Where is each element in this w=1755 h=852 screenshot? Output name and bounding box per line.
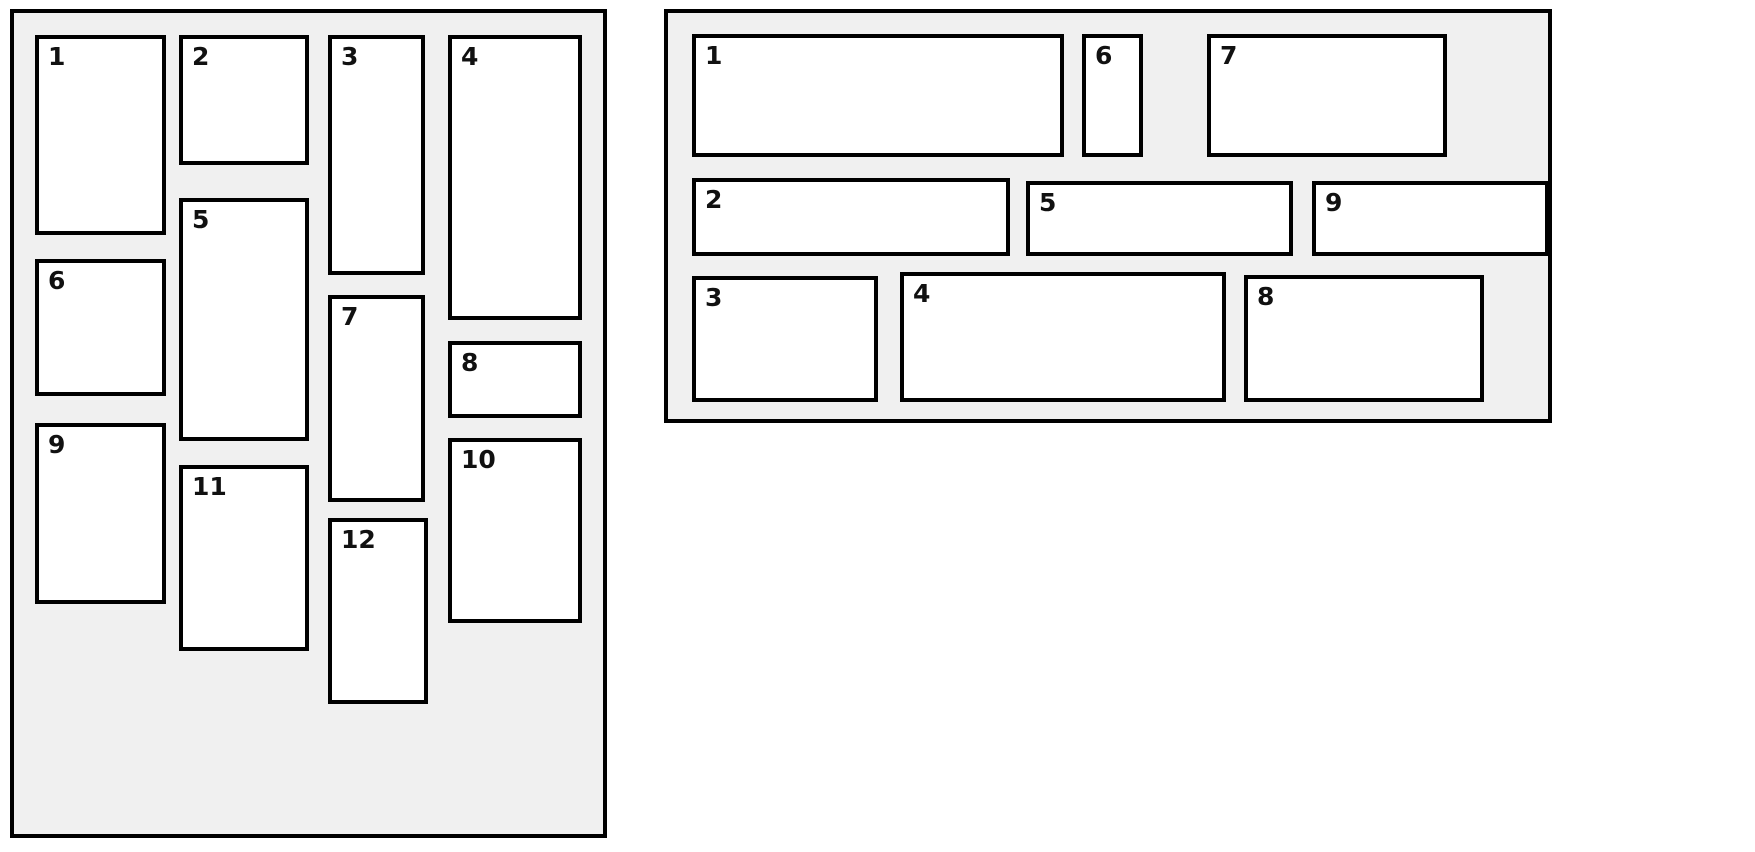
packed-rect-right-6[interactable]: 6 [1082, 34, 1143, 157]
packed-rect-left-9[interactable]: 9 [35, 423, 166, 604]
rect-label: 6 [1095, 41, 1113, 70]
rect-label: 12 [341, 525, 376, 554]
packed-rect-left-12[interactable]: 12 [328, 518, 428, 704]
packed-rect-left-3[interactable]: 3 [328, 35, 425, 275]
rect-label: 8 [461, 348, 479, 377]
packed-rect-right-4[interactable]: 4 [900, 272, 1226, 402]
rect-label: 10 [461, 445, 496, 474]
packed-rect-right-2[interactable]: 2 [692, 178, 1010, 256]
packed-rect-left-2[interactable]: 2 [179, 35, 309, 165]
rect-label: 4 [913, 279, 931, 308]
rect-label: 1 [48, 42, 66, 71]
packed-rect-left-1[interactable]: 1 [35, 35, 166, 235]
packed-rect-left-7[interactable]: 7 [328, 295, 425, 502]
packed-rect-right-9[interactable]: 9 [1312, 181, 1549, 256]
packed-rect-left-8[interactable]: 8 [448, 341, 582, 418]
packed-rect-right-1[interactable]: 1 [692, 34, 1064, 157]
packed-rect-left-5[interactable]: 5 [179, 198, 309, 441]
packed-rect-right-3[interactable]: 3 [692, 276, 878, 402]
packed-rect-left-10[interactable]: 10 [448, 438, 582, 623]
packed-rect-left-4[interactable]: 4 [448, 35, 582, 320]
rect-label: 2 [192, 42, 210, 71]
rect-label: 9 [48, 430, 66, 459]
packed-rect-right-8[interactable]: 8 [1244, 275, 1484, 402]
rect-label: 5 [192, 205, 210, 234]
packed-rect-left-11[interactable]: 11 [179, 465, 309, 651]
rect-label: 3 [341, 42, 359, 71]
rect-label: 4 [461, 42, 479, 71]
packed-rect-right-5[interactable]: 5 [1026, 181, 1293, 256]
rect-label: 6 [48, 266, 66, 295]
rect-label: 3 [705, 283, 723, 312]
rect-label: 1 [705, 41, 723, 70]
rect-label: 7 [341, 302, 359, 331]
rect-label: 2 [705, 185, 723, 214]
packed-rect-right-7[interactable]: 7 [1207, 34, 1447, 157]
rect-label: 7 [1220, 41, 1238, 70]
rect-label: 5 [1039, 188, 1057, 217]
packed-rect-left-6[interactable]: 6 [35, 259, 166, 396]
rect-label: 8 [1257, 282, 1275, 311]
rect-label: 9 [1325, 188, 1343, 217]
rect-label: 11 [192, 472, 227, 501]
bin-right: 1 6 7 2 5 9 3 4 8 [664, 9, 1552, 423]
